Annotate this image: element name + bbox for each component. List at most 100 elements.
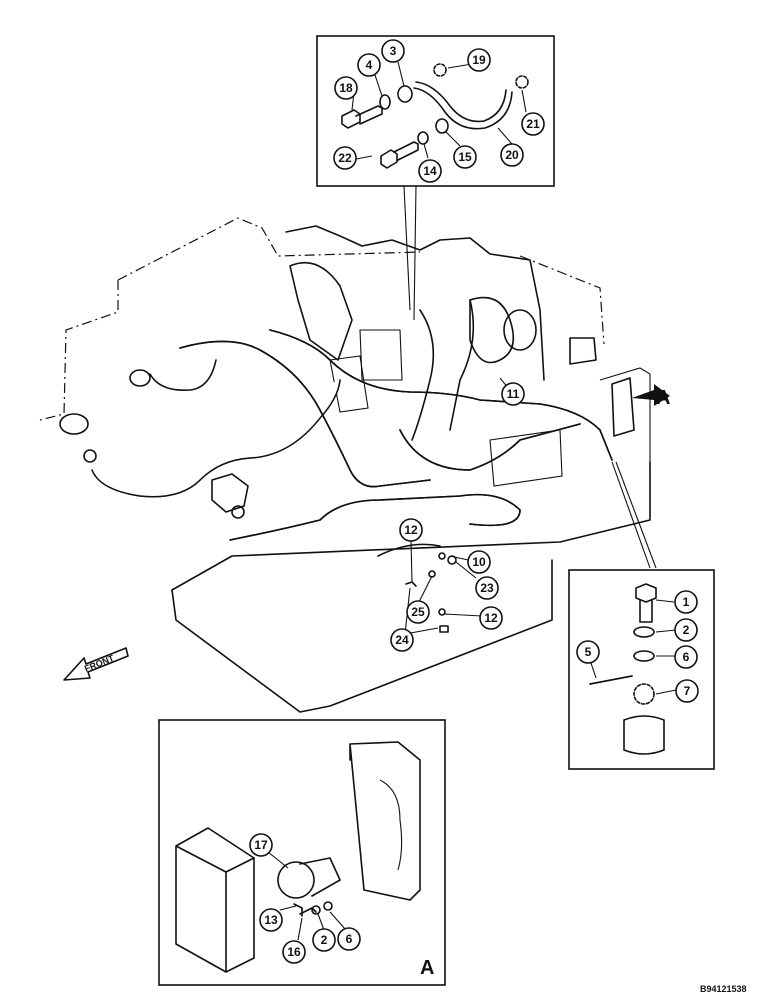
callout-7: 7 <box>675 679 699 703</box>
callout-12-bottom: 12 <box>479 606 503 630</box>
view-arrow <box>632 384 670 406</box>
relay-17 <box>277 861 315 899</box>
leader-lines <box>267 61 677 941</box>
callout-1: 1 <box>674 590 698 614</box>
harness-left-core <box>91 379 341 498</box>
svg-text:2: 2 <box>321 933 328 947</box>
svg-text:10: 10 <box>472 555 486 569</box>
frame-right-edge <box>519 255 605 345</box>
platform-front <box>171 559 553 713</box>
drawing-number: B94121538 <box>700 984 747 994</box>
view-a-label: A <box>656 387 670 409</box>
svg-text:23: 23 <box>480 581 494 595</box>
light-left <box>59 413 89 435</box>
detail-a-label: A <box>420 957 434 979</box>
front-arrow: FRONT <box>63 647 129 681</box>
hose-detail-group <box>316 35 555 321</box>
callout-5: 5 <box>576 640 600 664</box>
svg-text:20: 20 <box>505 148 519 162</box>
svg-text:17: 17 <box>254 838 268 852</box>
plate-wiring <box>379 779 403 871</box>
wiring-harness <box>59 299 657 633</box>
callout-21: 21 <box>521 112 545 136</box>
engine-assembly <box>285 225 635 487</box>
svg-text:15: 15 <box>458 150 472 164</box>
bolt-stack-box <box>568 569 715 770</box>
frame-left-edge <box>39 280 119 421</box>
pump-left <box>289 262 353 361</box>
svg-text:25: 25 <box>411 605 425 619</box>
bolt-22 <box>380 141 419 169</box>
star-washer-21 <box>515 75 529 89</box>
platform-edge <box>171 461 651 591</box>
callout-18: 18 <box>334 76 358 100</box>
harness-loop <box>149 359 217 391</box>
svg-text:21: 21 <box>526 117 540 131</box>
callout-2: 2 <box>674 618 698 642</box>
callout-6-detail: 6 <box>337 927 361 951</box>
callout-13: 13 <box>259 908 283 932</box>
relay-17-body <box>299 857 341 897</box>
svg-text:22: 22 <box>338 151 352 165</box>
bracket-leader <box>611 461 657 569</box>
cover-box <box>175 827 255 973</box>
view-a-arrow <box>632 384 670 406</box>
callout-12-top: 12 <box>399 518 423 542</box>
washer-14 <box>417 131 429 145</box>
washer-6 <box>633 650 655 662</box>
connector-left <box>83 449 97 463</box>
front-label: FRONT <box>83 653 116 674</box>
washer-6-detail <box>323 901 333 911</box>
svg-text:13: 13 <box>264 913 278 927</box>
filter <box>503 309 537 351</box>
callout-22: 22 <box>333 146 357 170</box>
svg-text:6: 6 <box>683 650 690 664</box>
svg-text:2: 2 <box>683 623 690 637</box>
detail-leader <box>403 185 417 321</box>
detail-a-box <box>158 719 446 986</box>
mounting-plate <box>349 741 421 901</box>
harness-lower-core <box>229 493 521 541</box>
machine-frame <box>39 217 651 713</box>
svg-text:12: 12 <box>484 611 498 625</box>
callout-20: 20 <box>500 143 524 167</box>
grommet <box>231 505 245 519</box>
svg-text:12: 12 <box>404 523 418 537</box>
svg-text:4: 4 <box>366 58 373 72</box>
svg-text:1: 1 <box>683 595 690 609</box>
callout-4: 4 <box>357 53 381 77</box>
svg-text:18: 18 <box>339 81 353 95</box>
svg-text:24: 24 <box>395 633 409 647</box>
callout-23: 23 <box>475 576 499 600</box>
connector-block <box>211 473 249 513</box>
callout-24: 24 <box>390 628 414 652</box>
callout-6: 6 <box>674 645 698 669</box>
svg-text:3: 3 <box>390 44 397 58</box>
harness-riser <box>411 309 435 441</box>
callout-19: 19 <box>467 48 491 72</box>
bolt-24-b <box>439 625 449 633</box>
callout-3: 3 <box>381 39 405 63</box>
pump-right <box>469 296 515 364</box>
battery-support <box>599 367 651 470</box>
bolt-stack-group <box>568 569 715 770</box>
callout-14: 14 <box>418 159 442 183</box>
callout-15: 15 <box>453 145 477 169</box>
relay-unit <box>569 337 597 365</box>
washer-4 <box>379 94 391 110</box>
svg-text:6: 6 <box>346 932 353 946</box>
star-washer-7 <box>633 683 655 705</box>
callout-11: 11 <box>501 382 525 406</box>
bolt-24 <box>405 581 417 587</box>
bolt-10 <box>438 552 446 560</box>
bolt-1 <box>635 583 657 623</box>
washer-2-detail <box>311 905 321 915</box>
svg-text:5: 5 <box>585 645 592 659</box>
valve-block <box>359 329 403 381</box>
star-washer-19 <box>433 63 447 77</box>
terminal-post <box>623 715 665 755</box>
callout-16: 16 <box>282 940 306 964</box>
ground-strap <box>377 543 441 557</box>
harness-main-core <box>269 329 613 461</box>
